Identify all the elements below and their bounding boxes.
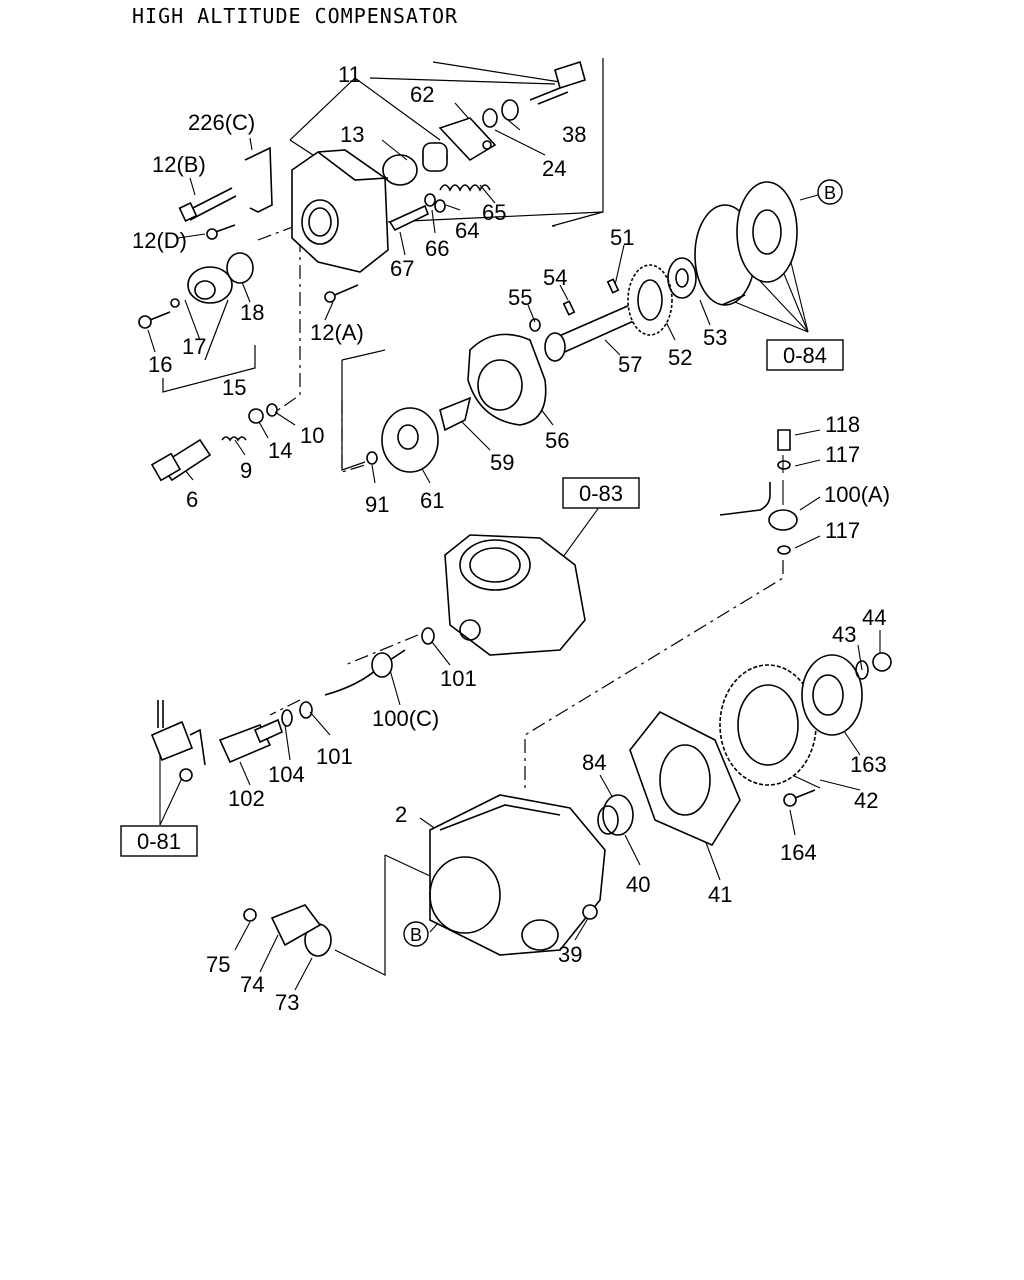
- callout-6: 6: [186, 487, 198, 512]
- callout-41: 41: [708, 882, 732, 907]
- callout-118: 118: [825, 412, 860, 437]
- svg-text:0-81: 0-81: [137, 829, 181, 854]
- callout-100c: 100(C): [372, 706, 439, 731]
- reference-box-0-81: 0-81: [120, 825, 198, 857]
- callout-17: 17: [182, 334, 206, 359]
- callout-101-top: 101: [440, 666, 477, 691]
- callout-91: 91: [365, 492, 389, 517]
- callout-14: 14: [268, 438, 292, 463]
- callout-56: 56: [545, 428, 569, 453]
- callout-12a: 12(A): [310, 320, 364, 345]
- callout-57: 57: [618, 352, 642, 377]
- callout-74: 74: [240, 972, 264, 997]
- callout-18: 18: [240, 300, 264, 325]
- callout-65: 65: [482, 200, 506, 225]
- callout-54: 54: [543, 265, 567, 290]
- callout-101-bottom: 101: [316, 744, 353, 769]
- callout-24: 24: [542, 156, 566, 181]
- callout-163: 163: [850, 752, 887, 777]
- callout-53: 53: [703, 325, 727, 350]
- callout-62: 62: [410, 82, 434, 107]
- callout-16: 16: [148, 352, 172, 377]
- circled-marker-b-top: B: [817, 179, 843, 205]
- diagram-title: HIGH ALTITUDE COMPENSATOR: [132, 4, 459, 28]
- callout-84: 84: [582, 750, 606, 775]
- callout-59: 59: [490, 450, 514, 475]
- reference-box-0-83: 0-83: [562, 477, 640, 509]
- callout-104: 104: [268, 762, 305, 787]
- callout-13: 13: [340, 122, 364, 147]
- circled-marker-b-bottom: B: [403, 921, 429, 947]
- callout-100a: 100(A): [824, 482, 890, 507]
- callout-43: 43: [832, 622, 856, 647]
- callout-164: 164: [780, 840, 817, 865]
- callout-64: 64: [455, 218, 479, 243]
- callout-9: 9: [240, 458, 252, 483]
- callout-52: 52: [668, 345, 692, 370]
- svg-text:B: B: [824, 183, 836, 203]
- callout-40: 40: [626, 872, 650, 897]
- callout-44: 44: [862, 605, 886, 630]
- callout-226c: 226(C): [188, 110, 255, 135]
- callout-117-bottom: 117: [825, 518, 860, 543]
- callout-51: 51: [610, 225, 634, 250]
- callout-39: 39: [558, 942, 582, 967]
- svg-text:B: B: [410, 925, 422, 945]
- callout-117-top: 117: [825, 442, 860, 467]
- leader-lines: [147, 58, 881, 991]
- callout-75: 75: [206, 952, 230, 977]
- callout-12b: 12(B): [152, 152, 206, 177]
- svg-text:0-84: 0-84: [783, 343, 827, 368]
- callout-10: 10: [300, 423, 324, 448]
- svg-text:0-83: 0-83: [579, 481, 623, 506]
- part-shapes: [138, 60, 892, 957]
- reference-box-0-84: 0-84: [766, 339, 844, 371]
- callout-2: 2: [395, 802, 407, 827]
- callout-38: 38: [562, 122, 586, 147]
- callout-12d: 12(D): [132, 228, 187, 253]
- callout-61: 61: [420, 488, 444, 513]
- callout-66: 66: [425, 236, 449, 261]
- callout-labels: 11 62 38 24 226(C) 13 12(B) 12(D) 65 64 …: [132, 62, 890, 1015]
- callout-15: 15: [222, 375, 246, 400]
- callout-102: 102: [228, 786, 265, 811]
- callout-55: 55: [508, 285, 532, 310]
- callout-11: 11: [338, 62, 361, 87]
- callout-73: 73: [275, 990, 299, 1015]
- callout-67: 67: [390, 256, 414, 281]
- callout-42: 42: [854, 788, 878, 813]
